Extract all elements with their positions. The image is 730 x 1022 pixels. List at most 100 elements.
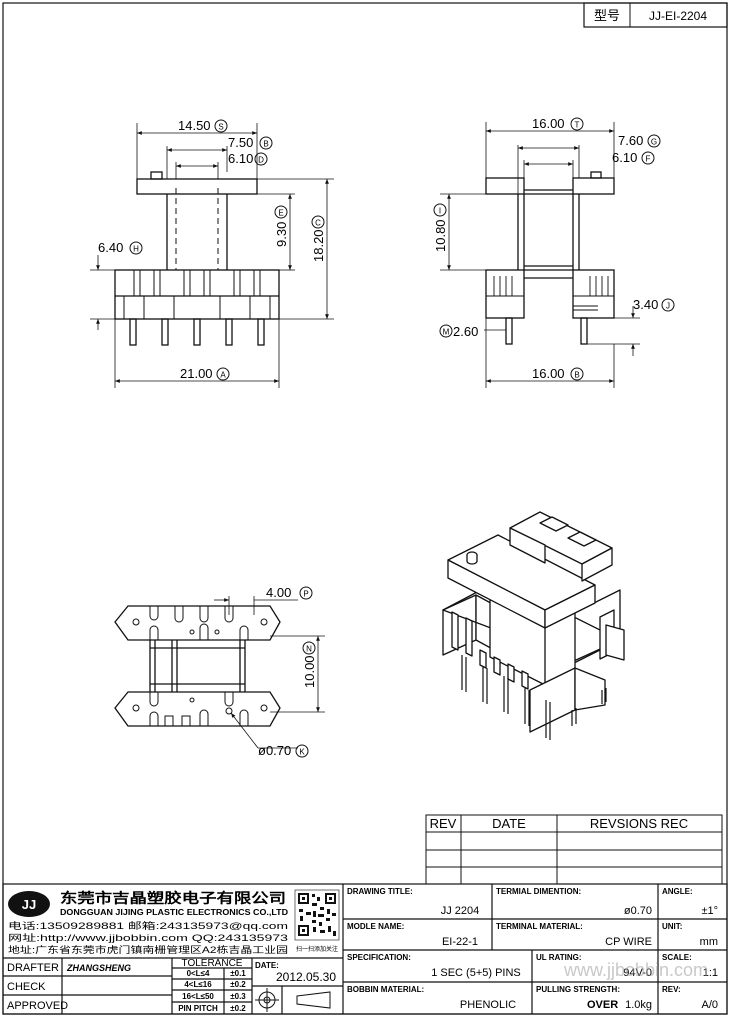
terminal-dim: ø0.70 bbox=[624, 905, 652, 917]
drawing-title-label: DRAWING TITLE: bbox=[347, 887, 413, 896]
dim-H: 6.40 bbox=[98, 240, 123, 255]
dim-F-letter: F bbox=[646, 155, 651, 164]
rev-header: REV bbox=[430, 816, 457, 831]
dim-B: 7.50 bbox=[228, 135, 253, 150]
revision-table bbox=[425, 814, 723, 885]
scale-value: 1:1 bbox=[703, 967, 718, 979]
tol-value-4: ±0.2 bbox=[230, 1004, 246, 1013]
isometric-view bbox=[442, 511, 625, 733]
dim-D-letter: D bbox=[258, 156, 264, 165]
dim-H-letter: H bbox=[133, 245, 139, 254]
company-tel: 电话:13509289881 邮箱:243135973@qq.com bbox=[8, 920, 288, 931]
dim-M-letter: M bbox=[443, 328, 450, 337]
tol-range-1: 0<L≤4 bbox=[187, 969, 210, 978]
dim-N-letter: N bbox=[306, 645, 312, 654]
angle-value: ±1° bbox=[701, 905, 718, 917]
company-address: 地址:广东省东莞市虎门镇南栅管理区A2栋吉晶工业园 bbox=[8, 944, 288, 955]
dim-E-letter: E bbox=[278, 209, 283, 218]
company-web: 网址:http://www.jjbobbin.com QQ:243135973 bbox=[8, 932, 288, 943]
projection-symbol bbox=[255, 988, 331, 1012]
watermark: www.jjbobbin.com bbox=[563, 960, 708, 980]
dim-K: ø0.70 bbox=[258, 743, 291, 758]
company-name-cn: 东莞市吉晶塑胶电子有限公司 bbox=[60, 890, 286, 906]
drawing-title: JJ 2204 bbox=[441, 905, 480, 917]
dim-N: 10.00 bbox=[302, 655, 317, 688]
company-logo-text: JJ bbox=[22, 897, 36, 912]
unit-label: UNIT: bbox=[662, 922, 682, 931]
revisions-header: REVSIONS REC bbox=[590, 816, 688, 831]
model-label: 型号 bbox=[594, 8, 620, 23]
company-logo bbox=[8, 891, 50, 917]
bobbin-material: PHENOLIC bbox=[460, 999, 516, 1011]
dim-I: 10.80 bbox=[433, 219, 448, 252]
check-label: CHECK bbox=[7, 981, 46, 993]
date-label: DATE: bbox=[255, 961, 279, 970]
dim-A: 21.00 bbox=[180, 366, 213, 381]
tol-range-4: PIN PITCH bbox=[178, 1004, 218, 1013]
bottom-dimension-labels: 4.00 P 10.00 N ø0.70 K bbox=[258, 585, 317, 758]
model-name: EI-22-1 bbox=[442, 936, 478, 948]
ul-rating-label: UL RATING: bbox=[536, 953, 581, 962]
tol-value-2: ±0.2 bbox=[230, 980, 246, 989]
tol-range-3: 16<L≤50 bbox=[182, 992, 214, 1001]
company-name-en: DONGGUAN JIJING PLASTIC ELECTRONICS CO.,… bbox=[60, 908, 288, 917]
tol-value-3: ±0.3 bbox=[230, 992, 246, 1001]
side-view bbox=[485, 171, 615, 345]
dim-S: 14.50 bbox=[178, 118, 211, 133]
dim-C-letter: C bbox=[315, 219, 321, 228]
company-block: JJ 东莞市吉晶塑胶电子有限公司 DONGGUAN JIJING PLASTIC… bbox=[8, 889, 340, 955]
pulling-over: OVER bbox=[587, 999, 618, 1011]
tolerance-label: TOLERANCE bbox=[182, 958, 243, 969]
dim-G-letter: G bbox=[651, 138, 657, 147]
approved-label: APPROVED bbox=[7, 1000, 68, 1012]
dim-B-letter: B bbox=[263, 140, 268, 149]
rev-label: REV: bbox=[662, 985, 681, 994]
dim-G: 7.60 bbox=[618, 133, 643, 148]
terminal-material: CP WIRE bbox=[605, 936, 652, 948]
tol-value-1: ±0.1 bbox=[230, 969, 246, 978]
dim-I-letter: I bbox=[439, 207, 441, 216]
dim-bottom-letter: B bbox=[574, 371, 579, 380]
tol-range-2: 4<L≤16 bbox=[184, 980, 212, 989]
date-header: DATE bbox=[492, 816, 526, 831]
dim-C: 18.20 bbox=[311, 229, 326, 262]
specification: 1 SEC (5+5) PINS bbox=[431, 967, 521, 979]
drafter-signature: ZHANGSHENG bbox=[66, 963, 131, 973]
dim-F: 6.10 bbox=[612, 150, 637, 165]
front-view bbox=[114, 171, 280, 346]
date-value: 2012.05.30 bbox=[276, 970, 336, 984]
dim-bottom: 16.00 bbox=[532, 366, 565, 381]
side-dimension-labels: 16.00 T 7.60 G 6.10 F 10.80 I 3.40 J M 2… bbox=[433, 116, 675, 381]
dim-S-letter: S bbox=[218, 123, 223, 132]
scale-label: SCALE: bbox=[662, 953, 692, 962]
terminal-material-label: TERMINAL MATERIAL: bbox=[496, 922, 583, 931]
ul-rating: 94V-0 bbox=[623, 967, 652, 979]
model-name-label: MODLE NAME: bbox=[347, 922, 404, 931]
dim-D: 6.10 bbox=[228, 151, 253, 166]
bobbin-material-label: BOBBIN MATERIAL: bbox=[347, 985, 424, 994]
bottom-view bbox=[114, 605, 281, 727]
terminal-dim-label: TERMIAL DIMENTION: bbox=[496, 887, 581, 896]
side-dimensions bbox=[440, 122, 640, 388]
title-block-grid bbox=[2, 883, 728, 1015]
dim-M: 2.60 bbox=[453, 324, 478, 339]
pulling-strength-label: PULLING STRENGTH: bbox=[536, 985, 620, 994]
drafter-label: DRAFTER bbox=[7, 962, 59, 974]
specification-label: SPECIFICATION: bbox=[347, 953, 411, 962]
model-number-box: 型号 JJ-EI-2204 bbox=[583, 2, 728, 28]
tolerance-table: TOLERANCE 0<L≤4 ±0.1 4<L≤16 ±0.2 16<L≤50… bbox=[178, 958, 246, 1013]
isometric-pins bbox=[461, 655, 607, 740]
front-dimensions bbox=[90, 123, 334, 388]
front-dimension-labels: 14.50 S 7.50 B 6.10 D 18.20 C 9.30 E 6.4… bbox=[98, 118, 326, 381]
dim-P-letter: P bbox=[303, 590, 308, 599]
model-value: JJ-EI-2204 bbox=[649, 9, 707, 23]
dim-T-letter: T bbox=[575, 121, 580, 130]
dim-E: 9.30 bbox=[274, 222, 289, 247]
dim-A-letter: A bbox=[220, 371, 226, 380]
qr-caption: 扫一扫添加关注 bbox=[296, 945, 338, 953]
bottom-dimensions bbox=[214, 596, 325, 749]
unit-value: mm bbox=[700, 936, 718, 948]
qr-code bbox=[294, 889, 340, 941]
dim-T: 16.00 bbox=[532, 116, 565, 131]
